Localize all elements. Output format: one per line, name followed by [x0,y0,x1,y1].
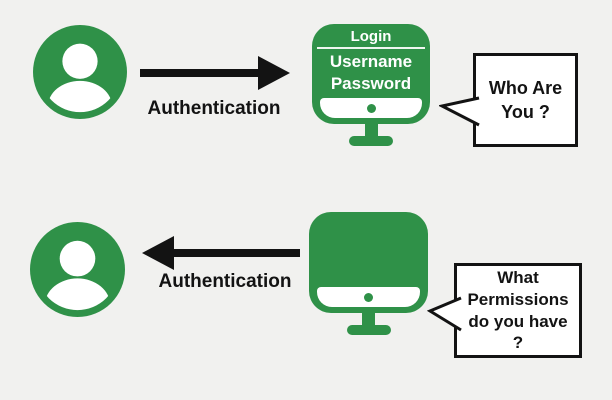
authentication-label-top: Authentication [147,98,281,119]
speech-bubble-tail-icon [439,96,480,127]
monitor-base [346,325,391,335]
authentication-label-bottom: Authentication [158,271,292,292]
authentication-arrow-left [142,236,300,270]
monitor-screen: Login Username Password [312,24,430,124]
bubble-line: You ? [501,102,550,122]
password-field-label: Password [330,74,412,94]
authentication-arrow-right [140,56,290,90]
permissions-speech-bubble: What Permissions do you have ? [427,263,582,358]
arrow-shaft [171,249,300,257]
bubble-text: What Permissions do you have ? [467,267,568,354]
monitor-base [349,136,393,146]
bubble-line: ? [512,333,524,353]
bubble-text: Who Are You ? [489,76,562,125]
person-icon [30,222,125,317]
who-are-you-speech-bubble: Who Are You ? [439,53,578,147]
arrow-shaft [140,69,261,77]
monitor-power-dot [366,103,376,113]
monitor-chin-band [320,98,422,118]
username-field-label: Username [329,52,413,71]
bubble-line: do you have [468,311,568,331]
server-monitor-icon [309,212,428,335]
monitor-power-dot [364,292,373,302]
bubble-line: Who Are [488,77,563,98]
user-avatar-icon [30,222,125,317]
user-avatar-icon [33,25,127,119]
arrow-head-icon [142,236,174,270]
monitor-chin-band [317,287,420,307]
login-divider [317,47,425,49]
login-monitor-icon: Login Username Password [312,24,430,146]
person-icon [33,25,127,119]
speech-bubble-tail-icon [427,296,462,332]
login-title: Login [350,28,392,45]
monitor-stand [362,311,375,327]
bubble-line: Permissions [467,289,569,309]
bubble-line: What [497,268,539,287]
monitor-stand [364,122,378,138]
arrow-head-icon [258,56,290,90]
monitor-screen [309,212,428,313]
